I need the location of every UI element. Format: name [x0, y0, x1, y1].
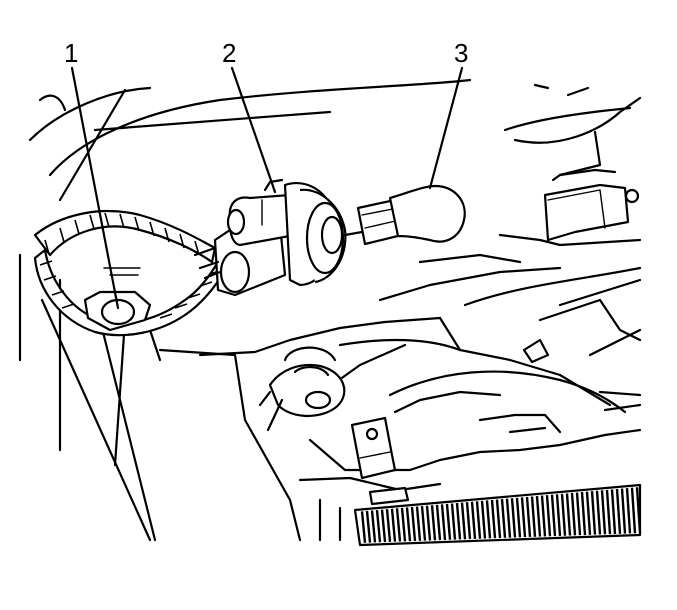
callout-2: 2: [222, 38, 236, 68]
wiring-harness: [33, 209, 227, 337]
callout-1: 1: [64, 38, 78, 68]
bulb: [343, 184, 466, 246]
radiator-fins: [360, 487, 642, 543]
mounting-boss: [258, 346, 346, 432]
leader-lines: [70, 66, 464, 310]
callout-3: 3: [454, 38, 468, 68]
leader-line-2: [230, 66, 277, 194]
leader-line-1: [70, 66, 120, 310]
bulb-socket: [193, 178, 347, 297]
leader-line-3: [428, 66, 464, 190]
